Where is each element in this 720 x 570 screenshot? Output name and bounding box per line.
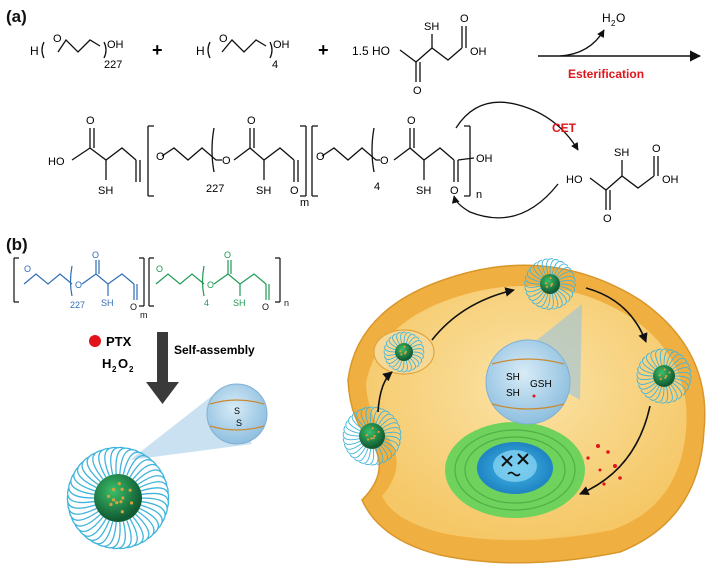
released-acid-sh: SH — [614, 147, 629, 159]
trafficking-arrow-2 — [431, 287, 515, 341]
product-o-6: O — [316, 151, 325, 163]
reactant-peg-227 — [41, 38, 107, 59]
mercaptosuccinic-acid — [399, 26, 467, 82]
product-ho: HO — [48, 156, 65, 168]
released-acid-ho: HO — [566, 174, 583, 186]
reactant-1-o: O — [53, 33, 62, 45]
released-acid-o-1: O — [603, 213, 612, 225]
polymer-repeat-4: 4 — [204, 298, 209, 308]
polymer-n: n — [284, 298, 289, 308]
micelle-cytoplasm-top — [524, 258, 576, 310]
reactant-2-repeat: 4 — [272, 59, 278, 71]
released-acid — [589, 156, 659, 210]
polymer-repeat-227: 227 — [70, 300, 85, 310]
colored-polymer — [13, 257, 281, 307]
trafficking-arrow-1 — [377, 371, 393, 413]
released-acid-oh: OH — [662, 174, 679, 186]
acid-oh: OH — [470, 46, 487, 58]
acid-thiol: SH — [424, 21, 439, 33]
h2o2-sub1: 2 — [112, 365, 117, 374]
water-o: O — [616, 11, 625, 25]
water-release-arrow — [559, 29, 605, 57]
cell: SH SH GSH — [347, 264, 706, 564]
trafficking-arrow-4 — [579, 405, 651, 496]
plus-sign-2: + — [318, 40, 329, 60]
polymer-sh-1: SH — [101, 298, 114, 308]
gsh-zoom-lens — [485, 339, 571, 425]
h2o2-h: H — [102, 356, 111, 371]
released-acid-o-2: O — [652, 143, 661, 155]
reactant-2-oh: OH — [273, 39, 290, 51]
water-h: H — [602, 11, 611, 25]
micelle-entering-cell — [342, 406, 402, 466]
disulfide-s-2: S — [236, 418, 242, 428]
plus-sign-1: + — [152, 40, 163, 60]
ptx-label: PTX — [106, 334, 132, 349]
polymer-o-7: O — [224, 250, 231, 260]
micelle-in-endosome — [383, 331, 425, 373]
h2o2-sub2: 2 — [129, 365, 134, 374]
cell-gsh: GSH — [530, 379, 552, 390]
product-repeat-4: 4 — [374, 181, 380, 193]
product-sh-1: SH — [98, 185, 113, 197]
product-o-9: O — [450, 185, 459, 197]
acid-coefficient: 1.5 HO — [352, 44, 390, 58]
esterification-label: Esterification — [568, 67, 644, 81]
product-o-7: O — [380, 155, 389, 167]
reactant-1-repeat: 227 — [104, 59, 122, 71]
disulfide-s-1: S — [234, 406, 240, 416]
cet-cycle-top — [455, 101, 579, 151]
polymer-o-4: O — [130, 302, 137, 312]
panel-b-label: (b) — [6, 235, 28, 254]
self-assembly-arrow-head — [146, 382, 179, 404]
product-o-8: O — [407, 115, 416, 127]
ptx-icon — [89, 335, 101, 347]
product-o-3: O — [222, 155, 231, 167]
h2o2-o: O — [118, 356, 128, 371]
trafficking-arrow-3 — [585, 287, 648, 343]
product-sh-2: SH — [256, 185, 271, 197]
micelle-releasing — [636, 348, 692, 404]
cet-cycle-bottom — [451, 183, 559, 219]
product-sh-3: SH — [416, 185, 431, 197]
panel-a-label: (a) — [6, 7, 27, 26]
water-sub: 2 — [611, 19, 616, 28]
polymer-o-2: O — [75, 280, 82, 290]
product-o-1: O — [86, 115, 95, 127]
self-assembly-label: Self-assembly — [174, 343, 255, 357]
product-o-5: O — [290, 185, 299, 197]
reactant-1-oh: OH — [107, 39, 124, 51]
polymer-m: m — [140, 310, 148, 320]
cet-label: CET — [552, 121, 577, 135]
product-o-4: O — [247, 115, 256, 127]
reactant-2-h: H — [196, 44, 205, 58]
nucleus — [445, 422, 585, 518]
product-oh: OH — [476, 153, 493, 165]
released-ptx-dots — [586, 444, 622, 486]
cell-sh-1: SH — [506, 372, 520, 383]
acid-carbonyl-o-1: O — [413, 85, 422, 97]
ptx-loaded-micelle — [66, 446, 170, 550]
polymer-o-1: O — [24, 264, 31, 274]
polymer-sh-2: SH — [233, 298, 246, 308]
product-polymer — [71, 125, 475, 197]
acid-carbonyl-o-2: O — [460, 13, 469, 25]
product-repeat-227: 227 — [206, 183, 224, 195]
reactant-peg-4 — [207, 39, 273, 59]
product-o-2: O — [156, 151, 165, 163]
polymer-o-6: O — [207, 280, 214, 290]
polymer-o-5: O — [156, 264, 163, 274]
reactant-2-o: O — [219, 33, 228, 45]
polymer-o-8: O — [262, 302, 269, 312]
polymer-o-3: O — [92, 250, 99, 260]
product-m: m — [300, 197, 309, 209]
product-n: n — [476, 189, 482, 201]
reactant-1-h: H — [30, 44, 39, 58]
cell-sh-2: SH — [506, 388, 520, 399]
self-assembly-arrow-shaft — [157, 332, 168, 384]
